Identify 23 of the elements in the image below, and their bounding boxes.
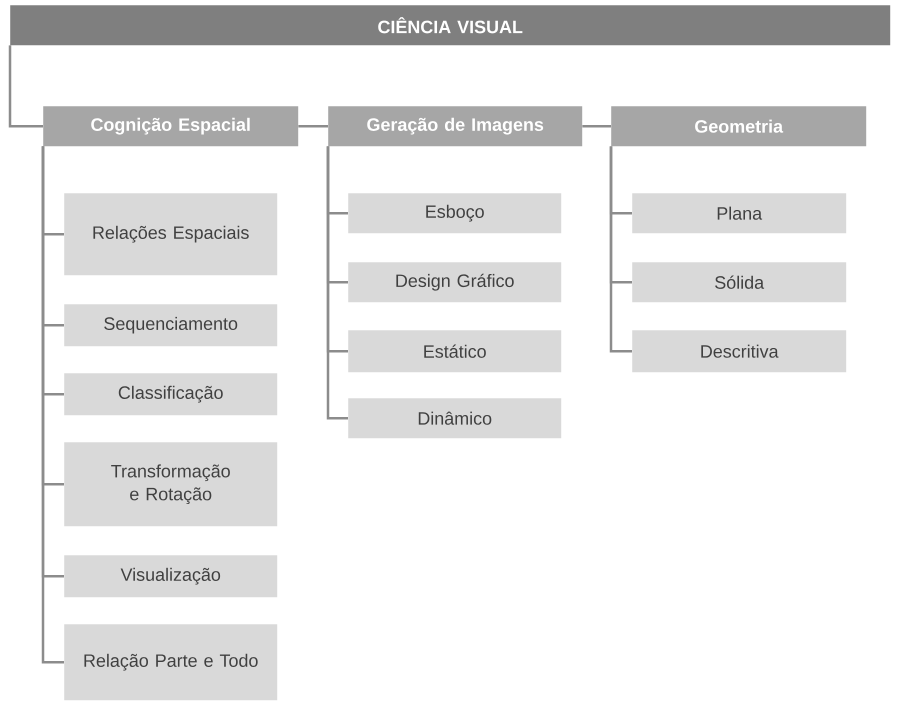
item-box: Design Gráfico [348,262,562,302]
item-box: Visualização [64,555,278,598]
item-box: Sólida [632,262,846,302]
item-box: Relações Espaciais [64,193,278,276]
connector-line [298,124,328,128]
connector-line [610,146,632,352]
item-box: Dinâmico [348,398,562,438]
category-box: Geometria [611,106,866,146]
category-box: Geração de Imagens [328,106,582,146]
item-box: Plana [632,193,846,234]
connector-line [582,124,611,128]
banner-box: CIÊNCIA VISUAL [10,5,890,46]
item-box: Transformação e Rotação [64,442,278,526]
item-box: Sequenciamento [64,304,278,346]
category-box: Cognição Espacial [43,106,298,146]
connector-line [326,146,348,420]
item-box: Esboço [348,193,562,234]
item-box: Relação Parte e Todo [64,624,278,700]
item-box: Estático [348,330,562,372]
connector-line [42,146,64,664]
item-box: Descritiva [632,330,846,372]
item-box: Classificação [64,373,278,416]
connector-line [8,45,43,128]
